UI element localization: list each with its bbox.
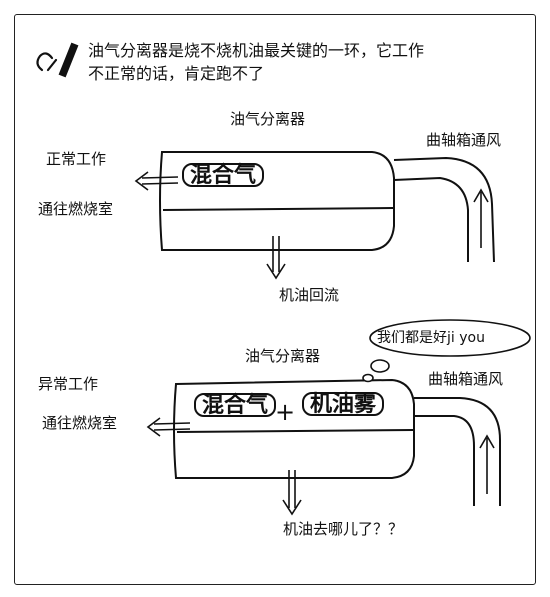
separator-tank-normal <box>159 151 395 251</box>
divider-line-abnormal <box>176 429 414 433</box>
up-arrow-normal <box>473 188 489 248</box>
separator-title-normal: 油气分离器 <box>230 110 306 128</box>
crankcase-ventilation-abnormal: 曲轴箱通风 <box>428 370 504 388</box>
speech-bubble <box>362 319 531 383</box>
plus-sign: + <box>275 398 296 426</box>
crankcase-pipe-normal <box>393 156 495 263</box>
oil-mist-label: 机油雾 <box>302 392 385 416</box>
down-arrow-normal <box>266 236 286 280</box>
separator-title-abnormal: 油气分离器 <box>245 347 321 365</box>
oil-return-label: 机油回流 <box>279 286 340 304</box>
header-line-2: 不正常的话，肯定跑不了 <box>88 64 265 83</box>
gas-mixture-label-normal: 混合气 <box>182 163 265 187</box>
to-combustion-chamber-abnormal: 通往燃烧室 <box>42 414 118 432</box>
drawing-frame <box>14 14 536 585</box>
pencil-icon <box>36 42 79 78</box>
divider-line-normal <box>162 207 394 211</box>
where-is-oil-label: 机油去哪儿了？？ <box>283 520 404 538</box>
up-arrow-abnormal <box>479 434 495 494</box>
status-abnormal: 异常工作 <box>38 375 99 393</box>
left-arrow-abnormal <box>146 417 191 437</box>
header-line-1: 油气分离器是烧不烧机油最关键的一环，它工作 <box>88 41 425 60</box>
left-arrow-normal <box>134 171 179 191</box>
crankcase-ventilation-normal: 曲轴箱通风 <box>426 131 502 149</box>
status-normal: 正常工作 <box>46 150 107 168</box>
speech-bubble-text: 我们都是好ji you <box>377 330 485 346</box>
crankcase-pipe-abnormal <box>414 397 501 506</box>
gas-mixture-label-abnormal: 混合气 <box>194 393 277 417</box>
down-arrow-abnormal <box>282 470 302 516</box>
to-combustion-chamber-normal: 通往燃烧室 <box>38 200 114 218</box>
